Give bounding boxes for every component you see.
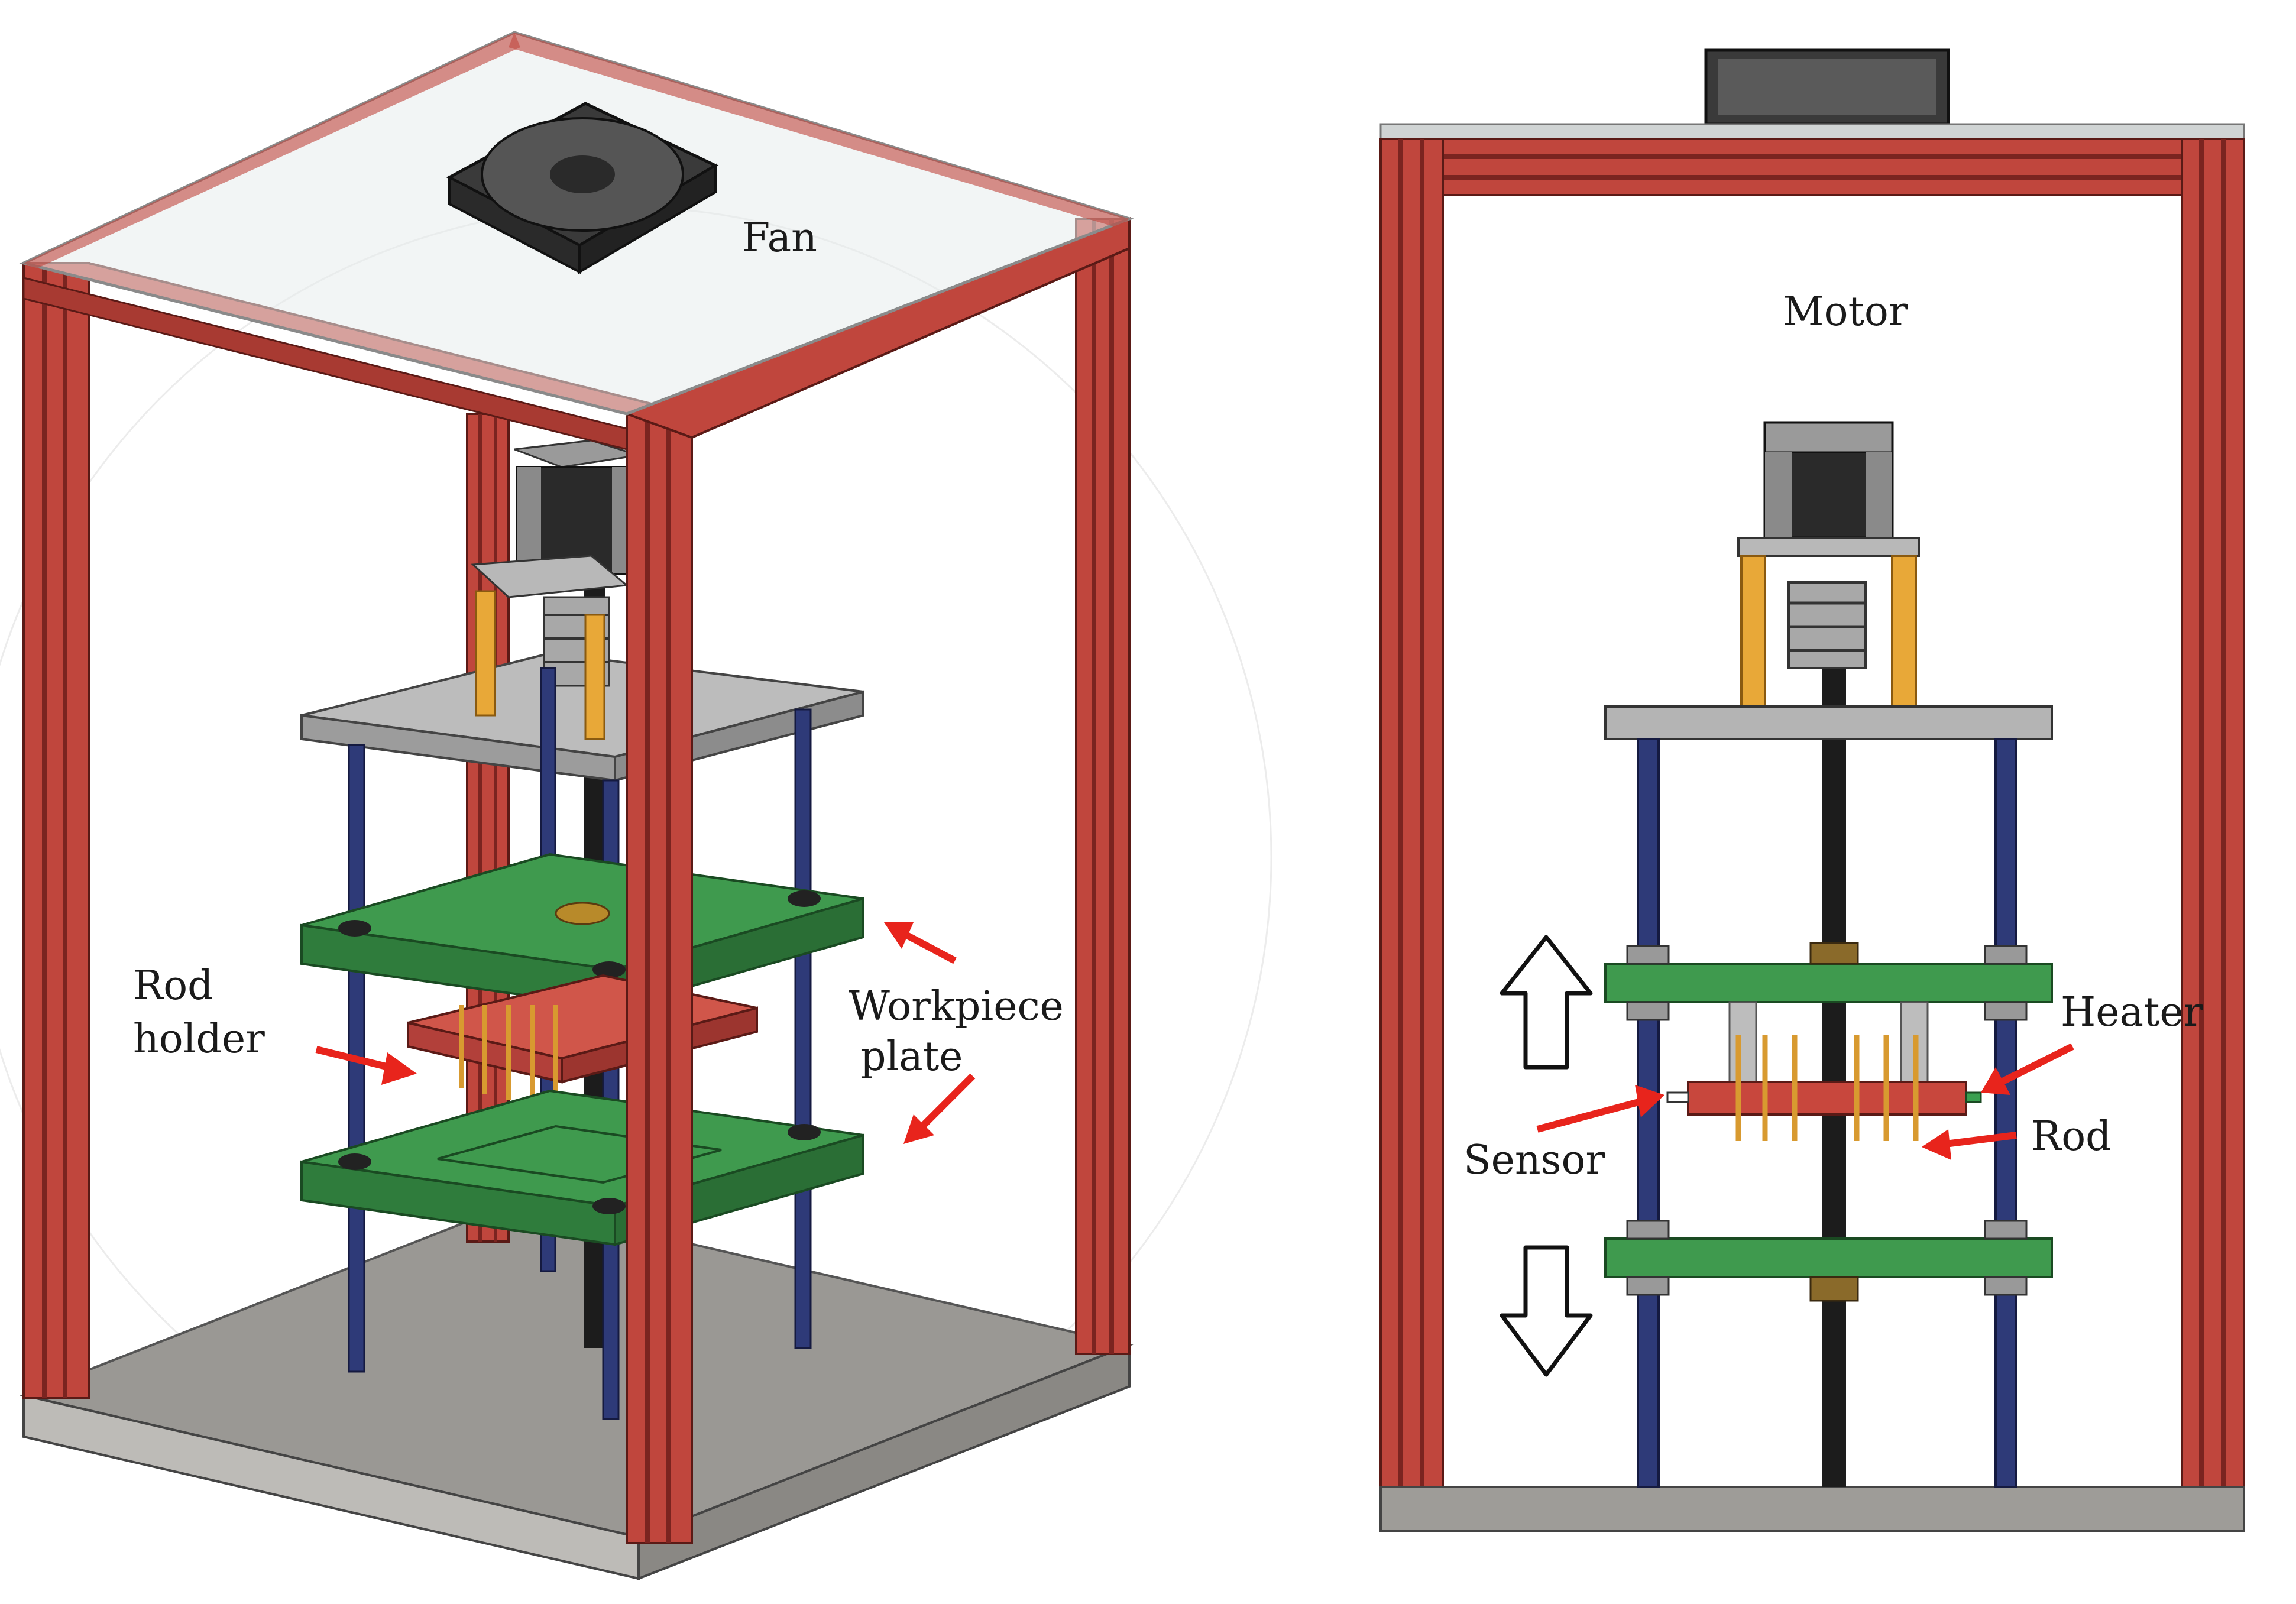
lower-workpiece-plate-iso: [300, 1089, 864, 1246]
motor-iso: [471, 439, 639, 687]
label-heater: Heater: [2061, 989, 2203, 1036]
heater-arrow: [2000, 1043, 2074, 1085]
standoff-left: [475, 590, 496, 717]
lower-workpiece-plate-front: [1604, 1220, 2053, 1302]
frame-left-post: [1379, 138, 1444, 1488]
frame-post-right: [1075, 218, 1131, 1355]
workpiece-arrow-lower: [919, 1073, 976, 1129]
down-arrow-icon: [1500, 1245, 1593, 1377]
label-workpiece-line2: plate: [860, 1033, 963, 1080]
up-arrow-icon: [1500, 935, 1593, 1070]
label-workpiece-line1: Workpiece: [849, 983, 1064, 1030]
front-view: Motor Heater Sensor Rod: [1379, 48, 2245, 1532]
frame-top-beam: [1379, 123, 2245, 196]
frame-post-front-left: [22, 262, 90, 1399]
heater-connector: [1965, 1091, 1982, 1103]
pointer-arrows-front: [1536, 1043, 2074, 1160]
pointer-arrows-iso: [315, 922, 976, 1144]
label-sensor: Sensor: [1463, 1137, 1605, 1184]
frame-post-front-right: [626, 413, 693, 1544]
fan-front: [1704, 48, 1950, 126]
label-rod-holder-line2: holder: [133, 1016, 265, 1062]
rod-holder-arrow: [315, 1046, 397, 1072]
rod-holder-iso: [407, 974, 758, 1106]
label-fan: Fan: [742, 215, 817, 261]
base-front: [1379, 1486, 2245, 1532]
guide-rod-front-right: [1994, 738, 2017, 1488]
workpiece-arrow-upper: [903, 931, 957, 964]
label-rod-holder-line1: Rod: [133, 963, 213, 1009]
standoff-front-left: [1740, 555, 1766, 708]
lead-screw-front: [1822, 656, 1846, 1487]
standoff-front-right: [1891, 555, 1917, 708]
upper-workpiece-plate-front: [1604, 942, 2053, 1083]
heater-front: [1666, 1035, 1982, 1141]
base-slab: [20, 1201, 1134, 1580]
label-motor: Motor: [1783, 289, 1908, 335]
frame-right-post: [2181, 138, 2245, 1488]
top-plate-front: [1604, 705, 2053, 740]
isometric-view: Fan Rod holder Workpiece plate: [0, 31, 1272, 1580]
label-rod: Rod: [2031, 1113, 2112, 1160]
motor-front: [1737, 421, 1920, 669]
rod-arrow: [1945, 1132, 2017, 1148]
fan-iso: [446, 102, 719, 274]
sensor-arrow: [1536, 1098, 1642, 1133]
standoff-right: [584, 614, 605, 740]
sensor-tip: [1666, 1091, 1689, 1103]
